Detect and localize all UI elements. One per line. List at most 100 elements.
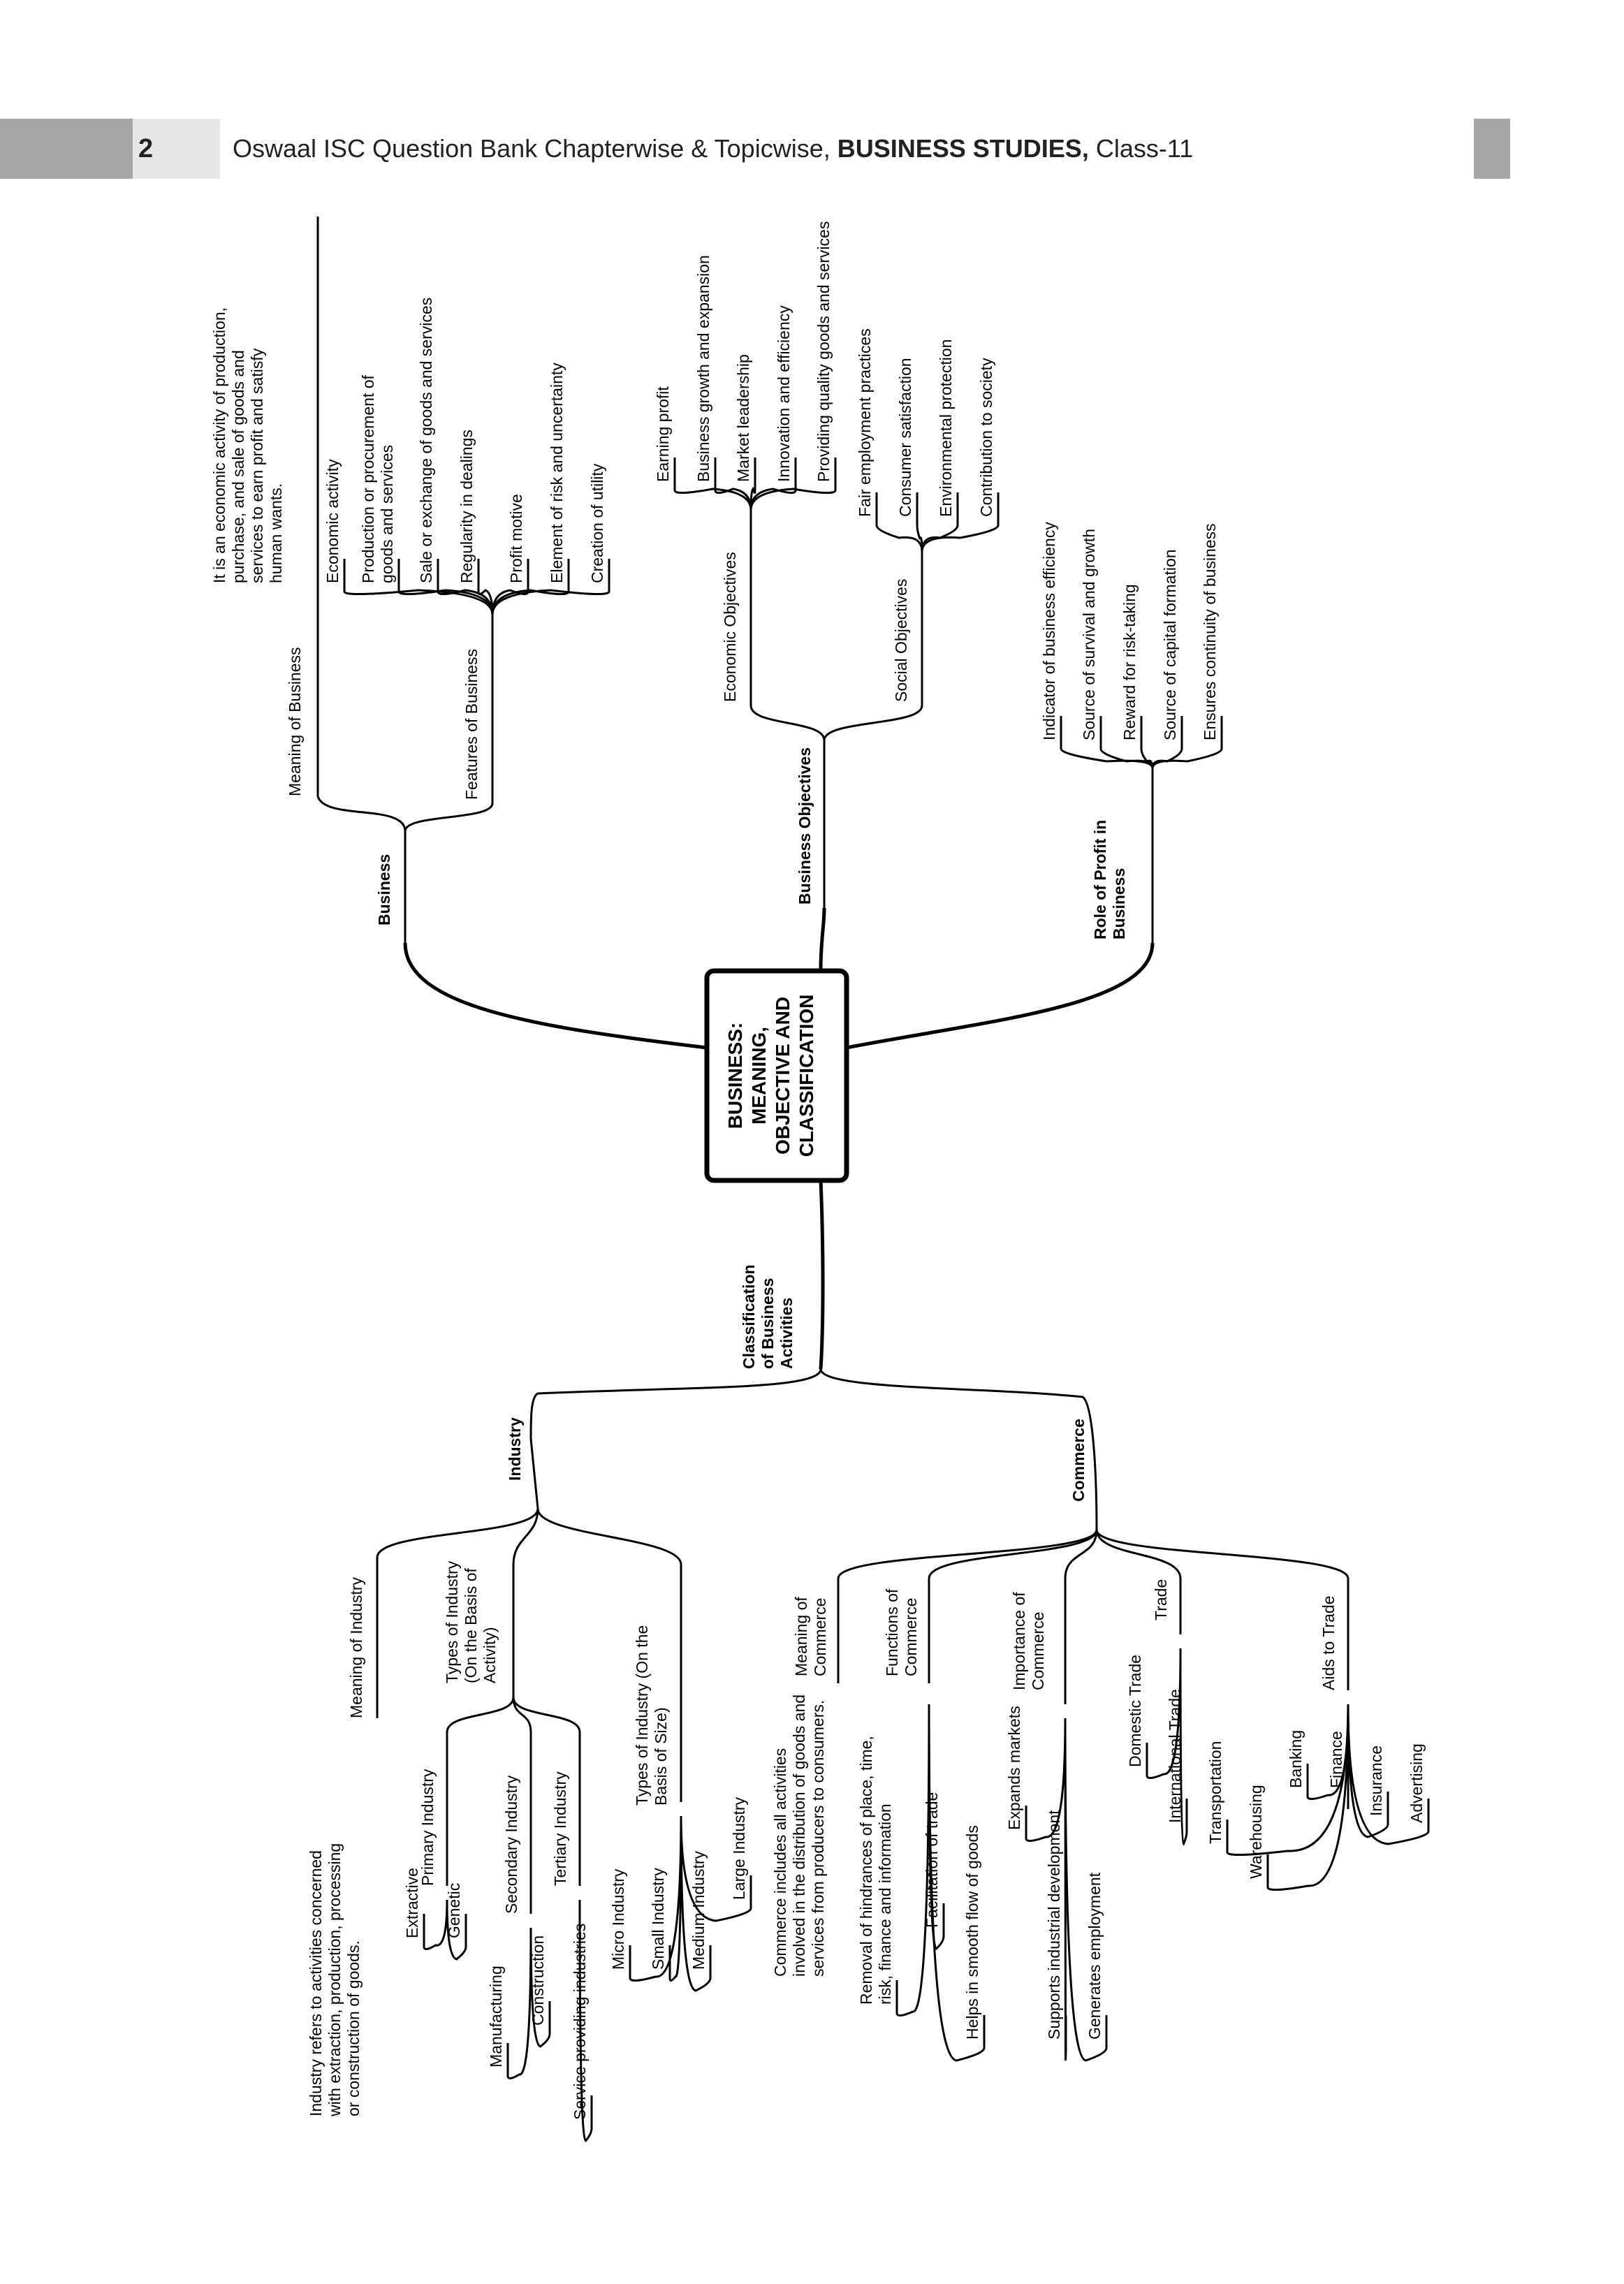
commerce-importance-item-line: Generates employment bbox=[1085, 1872, 1104, 2040]
features-of-business-branch bbox=[404, 615, 494, 832]
social-objective-item-connector bbox=[875, 492, 923, 552]
feature-item-line: Element of risk and uncertainty bbox=[548, 363, 566, 583]
secondary-industry-item-line: Manufacturing bbox=[487, 1965, 505, 2067]
industry-size-item-connector bbox=[629, 1815, 682, 1982]
commerce-function-item-line: Facilitation of trade bbox=[923, 1792, 941, 1928]
industry-definition-text-line: with extraction, production, processing bbox=[325, 1843, 344, 2117]
secondary-industry-item: Manufacturing bbox=[487, 1965, 505, 2067]
feature-item-line: Production or procurement of bbox=[359, 375, 377, 583]
industry-size-item-line: Large Industry bbox=[730, 1796, 748, 1900]
trade-label-line: Trade bbox=[1152, 1579, 1170, 1620]
industry-underline bbox=[529, 1438, 539, 1509]
profit-role-item: Source of survival and growth bbox=[1080, 529, 1098, 740]
meaning-of-industry-label: Meaning of Industry bbox=[347, 1576, 365, 1718]
business-branch bbox=[403, 942, 708, 1050]
importance-of-commerce-label-line: Importance of bbox=[1010, 1592, 1028, 1690]
functions-of-commerce-label-line: Functions of bbox=[883, 1588, 901, 1676]
industry-size-item: Medium Industry bbox=[689, 1850, 708, 1970]
feature-item: Sale or exchange of goods and services bbox=[417, 298, 435, 583]
functions-of-commerce-label-line: Commerce bbox=[902, 1598, 920, 1676]
feature-item-connector bbox=[437, 559, 494, 615]
trade-type-item-line: International Trade bbox=[1166, 1689, 1184, 1823]
profit-role-item-line: Source of capital formation bbox=[1161, 549, 1179, 740]
secondary-industry-item-connector bbox=[506, 1927, 532, 2079]
aid-to-trade-item: Advertising bbox=[1407, 1743, 1426, 1823]
classification-branch bbox=[819, 1180, 825, 1370]
commerce-function-item-connector bbox=[895, 1704, 930, 2016]
trade-type-item-connector bbox=[1146, 1648, 1182, 1779]
economic-objectives-label: Economic Objectives bbox=[721, 552, 739, 702]
tertiary-industry-item: Service providing industries bbox=[571, 1924, 589, 2120]
page-number: 2 bbox=[138, 134, 154, 163]
economic-objective-item: Market leadership bbox=[734, 354, 752, 482]
economic-objectives-label-line: Economic Objectives bbox=[721, 552, 739, 702]
commerce-importance-item: Expands markets bbox=[1005, 1706, 1023, 1830]
business-definition-text-line: services to earn profit and satisfy bbox=[248, 348, 266, 583]
profit-role-item-line: Indicator of business efficiency bbox=[1040, 522, 1058, 740]
primary-industry-item: Genetic bbox=[445, 1883, 463, 1938]
meaning-of-commerce-label: Meaning ofCommerce bbox=[792, 1597, 829, 1676]
economic-objective-item: Earning profit bbox=[654, 386, 672, 482]
primary-industry-label: Primary Industry bbox=[418, 1769, 437, 1886]
economic-objective-item: Business growth and expansion bbox=[694, 255, 712, 482]
feature-item-line: Profit motive bbox=[507, 494, 525, 583]
aid-to-trade-item: Warehousing bbox=[1247, 1785, 1265, 1879]
aid-to-trade-item-line: Transportation bbox=[1206, 1741, 1224, 1844]
primary-industry-item-connector bbox=[423, 1899, 448, 1950]
industry-branch bbox=[529, 1368, 822, 1440]
secondary-industry-branch bbox=[512, 1697, 532, 1914]
meaning-of-commerce-label-line: Meaning of bbox=[792, 1597, 810, 1676]
primary-industry-item-connector bbox=[446, 1899, 467, 1961]
commerce-importance-item-line: Supports industrial development bbox=[1045, 1810, 1063, 2040]
role-of-profit-label-line: Role of Profit in bbox=[1091, 820, 1109, 939]
header-title-subject: BUSINESS STUDIES, bbox=[837, 134, 1089, 163]
industry-size-item: Large Industry bbox=[730, 1796, 748, 1900]
commerce-function-item: Removal of hindrances of place, time,ris… bbox=[857, 1736, 894, 2005]
feature-item-line: Creation of utility bbox=[588, 463, 606, 583]
aid-to-trade-item: Insurance bbox=[1367, 1745, 1385, 1816]
industry-size-item: Small Industry bbox=[649, 1868, 667, 1970]
objectives-branch bbox=[819, 907, 826, 972]
commerce-label: Commerce bbox=[1069, 1419, 1088, 1502]
social-objective-item: Consumer satisfaction bbox=[896, 358, 914, 517]
meaning-of-commerce-label-line: Commerce bbox=[811, 1598, 829, 1676]
social-objective-item-connector bbox=[921, 492, 1000, 552]
types-of-industry-activity-label-line: Types of Industry bbox=[443, 1560, 461, 1683]
secondary-industry-label: Secondary Industry bbox=[502, 1775, 520, 1914]
secondary-industry-item-connector bbox=[529, 1927, 551, 2048]
types-of-industry-activity-label: Types of Industry(On the Basis ofActivit… bbox=[443, 1560, 499, 1683]
classification-label-line: Activities bbox=[777, 1298, 796, 1369]
social-objective-item-line: Fair employment practices bbox=[856, 328, 874, 517]
center-node-title-line: BUSINESS: bbox=[724, 1023, 746, 1129]
economic-objective-item-connector bbox=[714, 457, 752, 511]
economic-objectives-branch bbox=[749, 510, 826, 741]
secondary-industry-label-line: Secondary Industry bbox=[502, 1775, 520, 1914]
classification-label: Classificationof BusinessActivities bbox=[740, 1264, 796, 1369]
meaning-of-industry-label-line: Meaning of Industry bbox=[347, 1576, 365, 1718]
feature-item: Economic activity bbox=[323, 459, 342, 583]
aid-to-trade-item-line: Warehousing bbox=[1247, 1785, 1265, 1879]
industry-size-item-line: Micro Industry bbox=[609, 1868, 627, 1970]
running-header-title: Oswaal ISC Question Bank Chapterwise & T… bbox=[233, 119, 1193, 179]
commerce-label-line: Commerce bbox=[1069, 1419, 1088, 1502]
economic-objective-item-line: Providing quality goods and services bbox=[814, 221, 833, 482]
economic-objective-item-line: Business growth and expansion bbox=[694, 255, 712, 482]
commerce-function-item-line: risk, finance and information bbox=[876, 1803, 894, 2005]
industry-size-item: Micro Industry bbox=[609, 1868, 627, 1970]
trade-type-item-line: Domestic Trade bbox=[1126, 1655, 1144, 1767]
header-bar: 2 Oswaal ISC Question Bank Chapterwise &… bbox=[0, 119, 1624, 179]
features-of-business-label: Features of Business bbox=[462, 649, 481, 800]
feature-item-connector bbox=[397, 559, 494, 615]
meaning-of-business-branch bbox=[316, 217, 407, 832]
industry-definition-text-line: Industry refers to activities concerned bbox=[307, 1850, 325, 2116]
importance-of-commerce-label: Importance ofCommerce bbox=[1010, 1592, 1047, 1690]
business-label: Business bbox=[375, 854, 393, 925]
business-definition-text-line: It is an economic activity of production… bbox=[210, 307, 228, 583]
commerce-function-item-line: Removal of hindrances of place, time, bbox=[857, 1736, 875, 2005]
industry-definition-text-line: or construction of goods. bbox=[344, 1940, 363, 2116]
profit-role-item: Ensures continuity of business bbox=[1201, 523, 1219, 740]
primary-industry-label-line: Primary Industry bbox=[418, 1769, 437, 1886]
connector-lines bbox=[316, 217, 1430, 2142]
